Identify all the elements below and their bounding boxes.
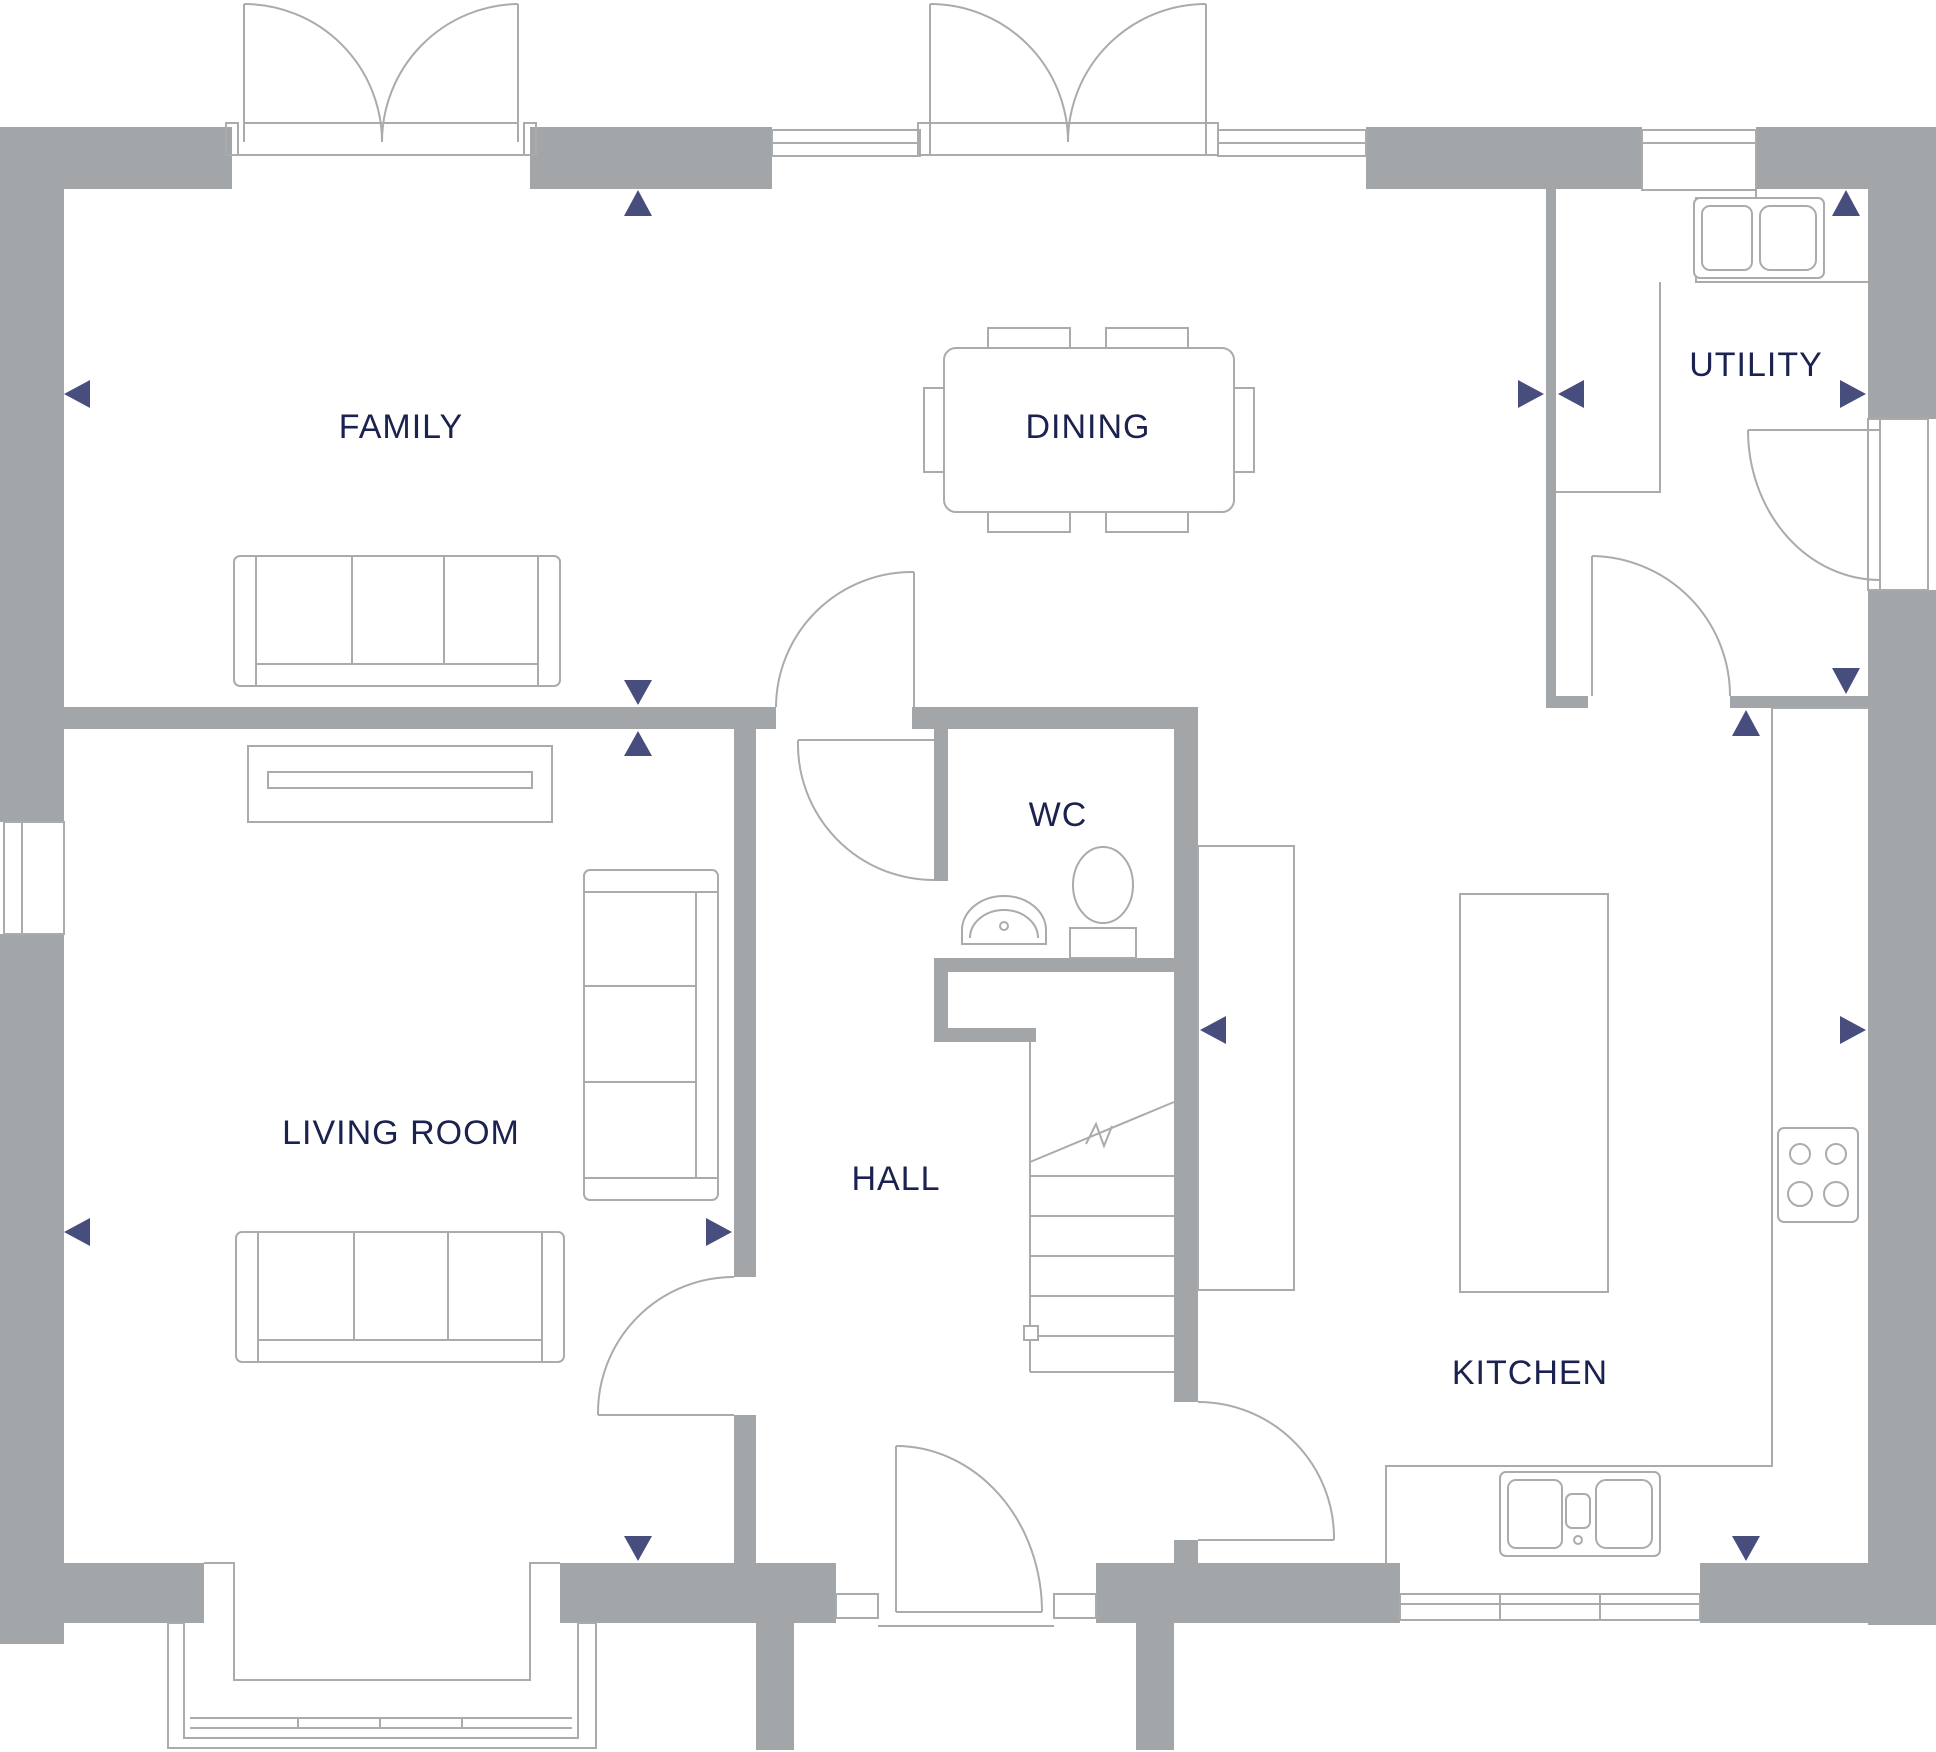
bottom-wall-left	[0, 1563, 204, 1623]
kitchen-island	[1459, 893, 1609, 1293]
arrow-icon	[64, 380, 90, 408]
fireplace	[247, 745, 553, 823]
walls	[0, 127, 1936, 1750]
porch-pillar-left	[756, 1600, 794, 1750]
family-sofa	[233, 555, 561, 687]
room-label-living-room: LIVING ROOM	[282, 1114, 520, 1152]
stair-wall-vertical	[934, 958, 948, 1040]
room-labels: FAMILY DINING UTILITY WC LIVING ROOM HAL…	[282, 346, 1823, 1392]
left-wall-upper	[0, 127, 64, 822]
kitchen-sink	[1499, 1471, 1661, 1557]
right-wall-upper	[1868, 127, 1936, 419]
arrow-icon	[624, 680, 652, 705]
wc-left-wall	[934, 729, 948, 881]
room-label-family: FAMILY	[339, 408, 463, 446]
arrow-icon	[1558, 380, 1584, 408]
kitchen-door-stub	[1174, 1540, 1198, 1570]
utility-bottom-right	[1730, 696, 1868, 708]
top-wall-mid	[530, 127, 772, 189]
staircase	[1023, 1042, 1175, 1373]
arrow-icon	[706, 1218, 732, 1246]
left-wall-lower	[0, 934, 64, 1644]
arrow-icon	[1832, 190, 1860, 216]
room-label-hall: HALL	[851, 1160, 940, 1198]
room-label-utility: UTILITY	[1689, 346, 1823, 384]
room-label-dining: DINING	[1026, 408, 1151, 446]
wc-toilet	[1069, 927, 1137, 959]
porch-pillar-right	[1136, 1600, 1174, 1750]
arrow-icon	[1518, 380, 1544, 408]
arrow-icon	[1840, 1016, 1866, 1044]
arrow-icon	[1832, 668, 1860, 694]
hob	[1777, 1127, 1859, 1223]
room-label-kitchen: KITCHEN	[1452, 1354, 1608, 1392]
wc-right-wall	[1174, 707, 1198, 1402]
bottom-wall-right	[1700, 1563, 1936, 1623]
arrow-icon	[64, 1218, 90, 1246]
openings	[3, 3, 1929, 1749]
kitchen-counter-left	[1197, 845, 1295, 1291]
living-sofa-side	[583, 869, 719, 1201]
living-hall-divider-upper	[734, 707, 756, 1277]
arrow-icon	[1732, 1536, 1760, 1561]
utility-bottom-left	[1546, 696, 1588, 708]
bottom-wall-bay-right	[560, 1563, 836, 1623]
family-living-divider	[64, 707, 776, 729]
living-sofa-main	[235, 1231, 565, 1363]
arrow-icon	[1840, 380, 1866, 408]
top-wall-right	[1366, 127, 1642, 189]
utility-left-wall	[1546, 189, 1556, 706]
arrow-icon	[1732, 710, 1760, 736]
arrow-icon	[624, 731, 652, 756]
arrow-icon	[624, 190, 652, 216]
wc-top-wall	[912, 707, 1198, 729]
living-hall-divider-lower	[734, 1415, 756, 1565]
arrow-icon	[624, 1536, 652, 1561]
fittings	[233, 190, 1868, 1563]
wc-bottom-wall	[934, 958, 1198, 972]
wc-basin	[961, 895, 1047, 945]
stair-wall-horizontal	[934, 1028, 1036, 1042]
dimension-markers	[64, 190, 1866, 1561]
room-label-wc: WC	[1029, 796, 1088, 834]
arrow-icon	[1200, 1016, 1226, 1044]
right-wall-lower	[1868, 590, 1936, 1625]
